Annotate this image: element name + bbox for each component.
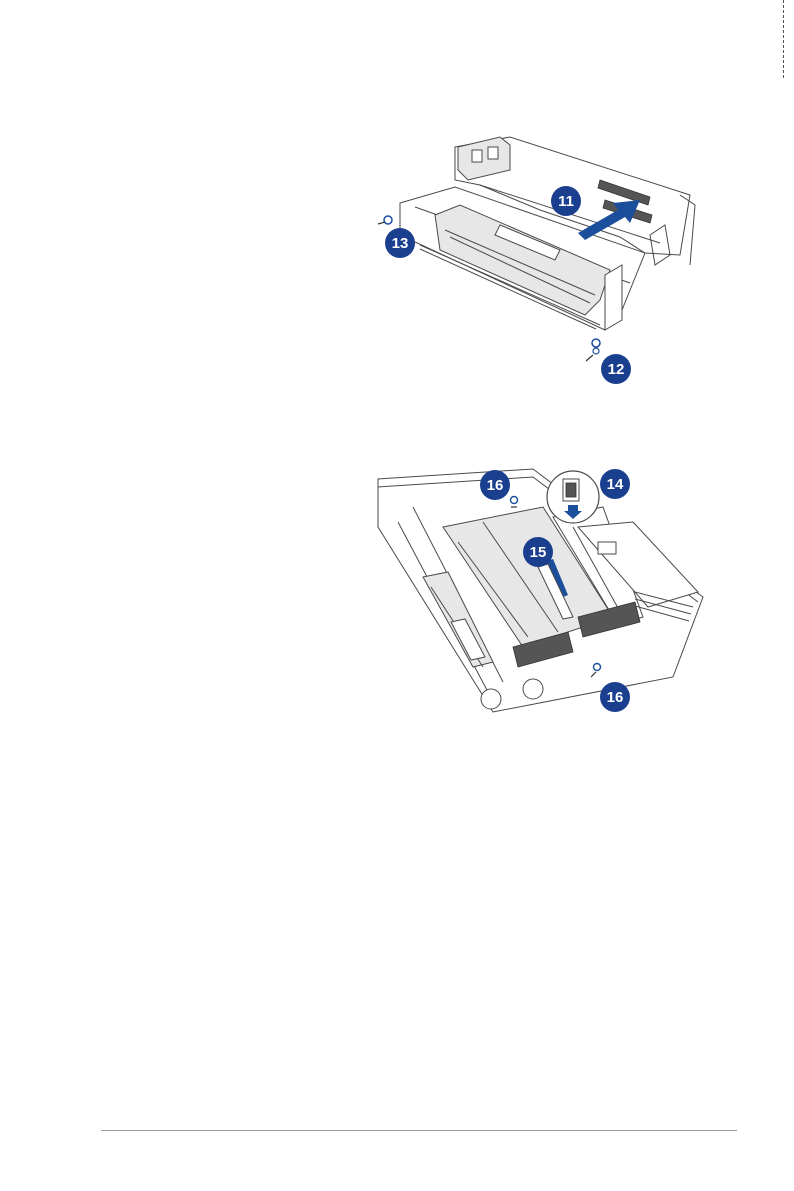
callout-15: 15 bbox=[523, 537, 553, 567]
server-chassis-illustration: 16 14 15 16 bbox=[373, 467, 713, 717]
binding-cut-line bbox=[783, 0, 784, 78]
screw-icon-12 bbox=[586, 339, 600, 361]
svg-text:14: 14 bbox=[607, 476, 624, 493]
svg-text:11: 11 bbox=[558, 193, 574, 210]
screw-icon-13 bbox=[378, 216, 392, 224]
callout-14: 14 bbox=[600, 469, 630, 499]
callout-12: 12 bbox=[601, 354, 631, 384]
callout-13: 13 bbox=[385, 228, 415, 258]
callout-11: 11 bbox=[551, 186, 581, 216]
svg-text:12: 12 bbox=[608, 361, 625, 378]
svg-text:15: 15 bbox=[530, 544, 547, 561]
svg-text:16: 16 bbox=[487, 477, 504, 494]
footer-rule bbox=[101, 1130, 737, 1131]
svg-text:16: 16 bbox=[607, 689, 624, 706]
riser-bracket-illustration: 11 13 12 bbox=[360, 125, 700, 385]
callout-16-top: 16 bbox=[480, 470, 510, 500]
callout-16-bottom: 16 bbox=[600, 682, 630, 712]
svg-text:13: 13 bbox=[392, 235, 409, 252]
